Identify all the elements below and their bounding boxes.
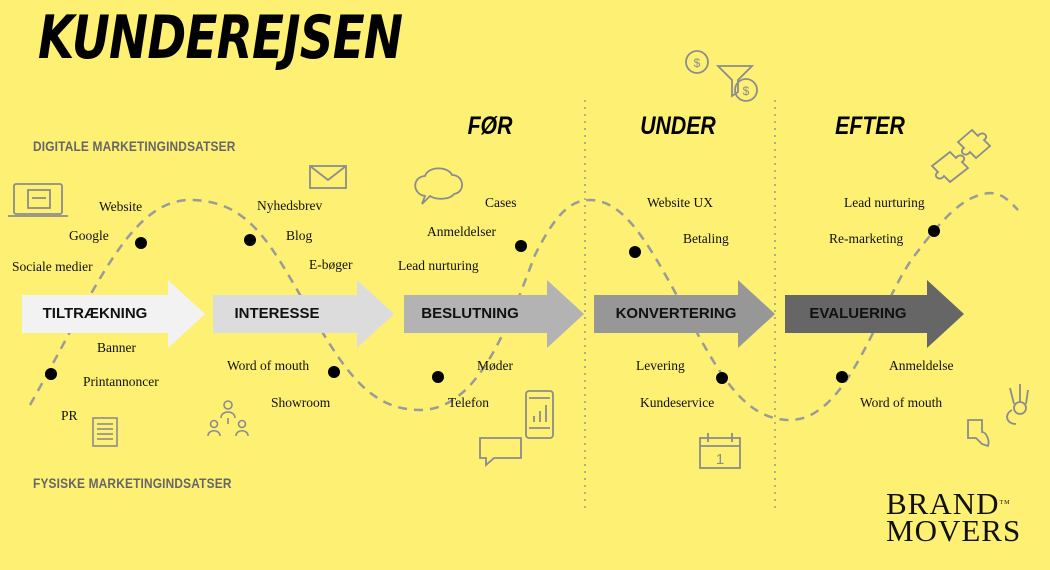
touchpoint-label: Telefon <box>448 395 490 410</box>
stage-arrow-tiltraekning <box>22 280 205 348</box>
touchpoint-label: Betaling <box>683 231 729 246</box>
svg-text:$: $ <box>694 56 701 70</box>
touchpoint-dot <box>328 366 340 378</box>
touchpoint-label: Møder <box>477 358 513 373</box>
touchpoint-label: Cases <box>485 195 517 210</box>
touchpoint-label: Anmeldelser <box>427 224 496 239</box>
stage-arrow-interesse <box>213 280 394 348</box>
touchpoint-dot <box>45 368 57 380</box>
touchpoint-dot <box>135 237 147 249</box>
touchpoint-label: Kundeservice <box>640 395 715 410</box>
brand-logo-line1: BRANDTM <box>886 486 1011 521</box>
brand-logo-line2: MOVERS <box>886 513 1022 548</box>
smartphone-icon <box>525 390 554 439</box>
touchpoint-dot <box>244 234 256 246</box>
touchpoint-label: Google <box>69 228 109 243</box>
touchpoint-label: Re-marketing <box>829 231 904 246</box>
touchpoint-label: Anmeldelse <box>889 358 954 373</box>
phase-label-under: UNDER <box>640 112 716 140</box>
email-icon <box>309 165 347 189</box>
touchpoint-label: Levering <box>636 358 685 373</box>
touchpoint-label: Banner <box>97 340 136 355</box>
phase-label-for: FØR <box>467 112 513 140</box>
stage-label-interesse: INTERESSE <box>234 305 320 322</box>
stage-arrow-konvertering <box>594 280 775 348</box>
touchpoint-label: Sociale medier <box>12 259 93 274</box>
svg-text:$: $ <box>743 84 750 98</box>
document-icon <box>92 417 118 447</box>
brand-logo: BRANDTM MOVERS <box>886 486 1046 548</box>
touchpoint-label: Word of mouth <box>227 358 310 373</box>
stage-label-beslutning: BESLUTNING <box>421 305 519 322</box>
section-digital-label: DIGITALE MARKETINGINDSATSER <box>33 138 236 154</box>
message-icon <box>479 437 522 467</box>
touchpoint-dot <box>515 240 527 252</box>
puzzle-icon <box>930 128 992 184</box>
svg-text:1: 1 <box>716 451 724 468</box>
stage-label-konvertering: KONVERTERING <box>615 305 737 322</box>
stage-arrow-beslutning <box>404 280 584 348</box>
touchpoint-label: Printannoncer <box>83 374 159 389</box>
journey-curve <box>28 191 1019 422</box>
stage-arrow-evaluering <box>785 280 964 348</box>
touchpoint-label: Showroom <box>271 395 331 410</box>
chat-bubble-icon <box>414 167 463 205</box>
touchpoint-dots <box>45 225 940 384</box>
touchpoint-dot <box>716 372 728 384</box>
page-title: KUNDEREJSEN <box>38 3 403 73</box>
touchpoint-dot <box>928 225 940 237</box>
touchpoint-label: Blog <box>286 228 313 243</box>
stage-label-evaluering: EVALUERING <box>809 305 907 322</box>
coin-funnel-icon: $ $ <box>685 50 758 102</box>
touchpoint-label: Word of mouth <box>860 395 943 410</box>
phase-label-efter: EFTER <box>835 112 905 140</box>
touchpoint-dot <box>836 371 848 383</box>
touchpoint-label: Website UX <box>647 195 714 210</box>
stage-label-tiltraekning: TILTRÆKNING <box>42 305 148 322</box>
people-network-icon <box>207 400 249 437</box>
touchpoint-dot <box>432 371 444 383</box>
touchpoint-label: Lead nurturing <box>398 258 479 273</box>
touchpoint-label: PR <box>61 408 78 423</box>
touchpoint-label: Nyhedsbrev <box>257 198 323 213</box>
laptop-icon <box>8 183 68 217</box>
calendar-icon: 1 <box>699 433 741 469</box>
section-physical-label: FYSISKE MARKETINGINDSATSER <box>33 475 232 491</box>
thumbs-icon <box>967 384 1029 448</box>
touchpoint-label: Lead nurturing <box>844 195 925 210</box>
touchpoint-label: Website <box>99 199 143 214</box>
touchpoint-dot <box>629 246 641 258</box>
touchpoint-label: E-bøger <box>309 257 353 272</box>
